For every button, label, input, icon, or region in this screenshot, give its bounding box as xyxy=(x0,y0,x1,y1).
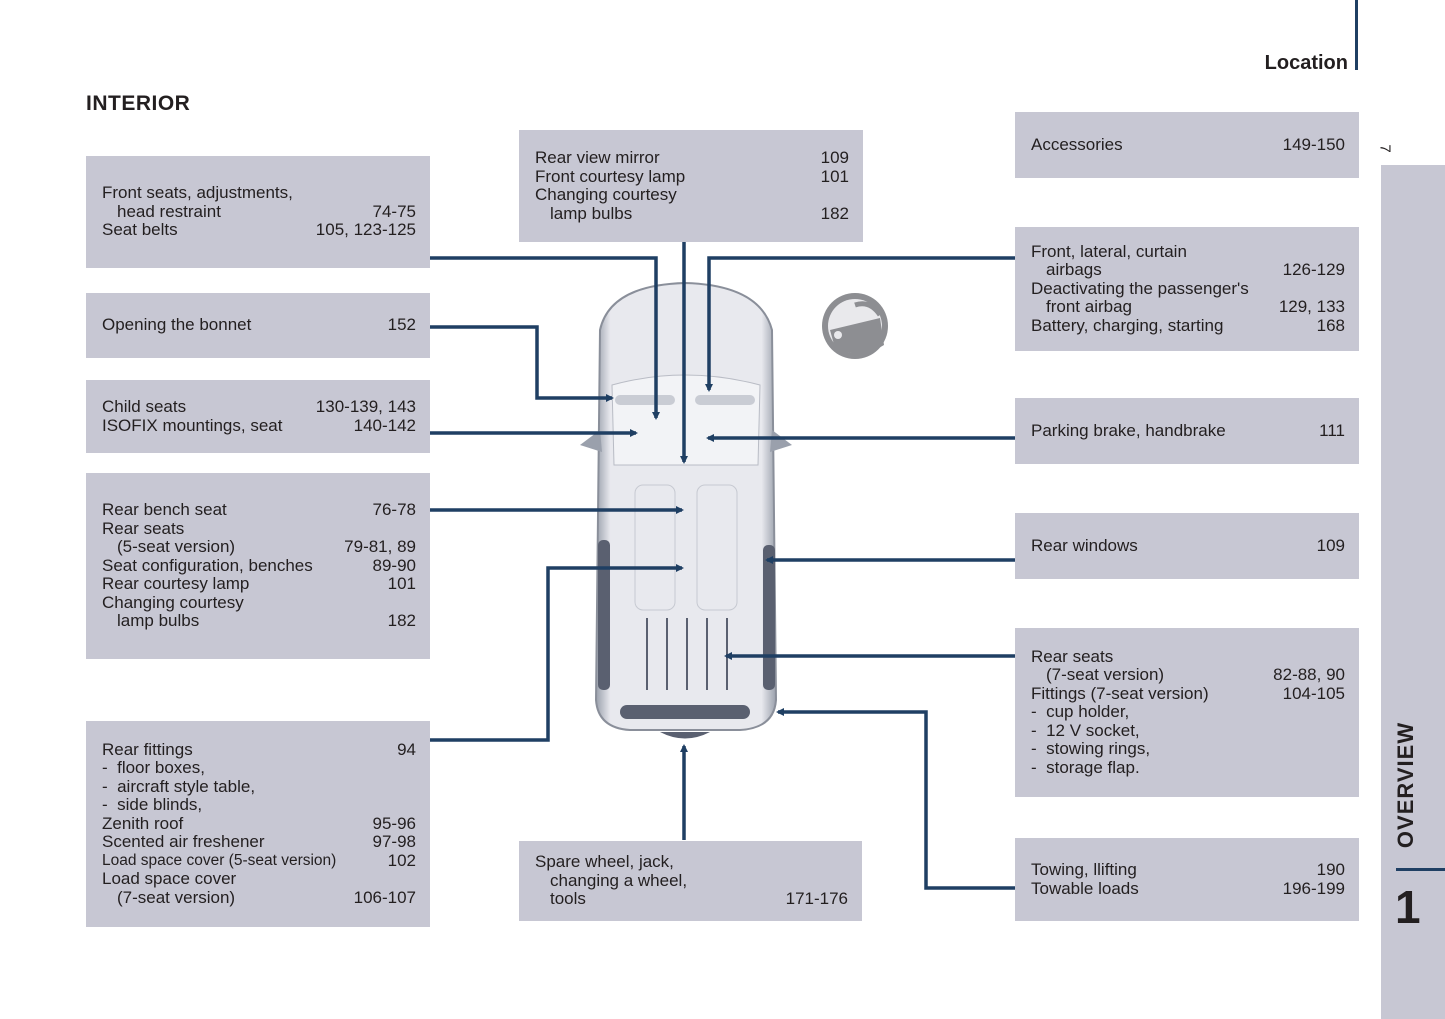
entry-row[interactable]: Rear seats xyxy=(102,518,185,538)
box-rear-seats-7: Rear seats (7-seat version)82-88, 90 Fit… xyxy=(1015,628,1359,797)
leader-lines xyxy=(430,242,1015,890)
entry-row[interactable]: (7-seat version)106-107 xyxy=(117,887,416,907)
entry-row[interactable]: (7-seat version)82-88, 90 xyxy=(1046,665,1345,685)
entry-row[interactable]: Front, lateral, curtain xyxy=(1031,241,1187,261)
leader-bonnet xyxy=(430,325,614,402)
section-title: Location xyxy=(1264,52,1348,74)
entry-row[interactable]: Deactivating the passenger's xyxy=(1031,278,1249,298)
box-spare-wheel: Spare wheel, jack, changing a wheel, too… xyxy=(519,841,862,921)
chapter-label: OVERVIEW xyxy=(1393,721,1418,849)
entry-row[interactable]: - side blinds, xyxy=(102,795,203,815)
entry-row[interactable]: - 12 V socket, xyxy=(1031,720,1140,740)
steering-wheel-hand-icon xyxy=(822,293,888,359)
entry-row[interactable]: changing a wheel, xyxy=(550,870,688,890)
entry-row[interactable]: Fittings (7-seat version)104-105 xyxy=(1031,683,1345,703)
header-rule xyxy=(1355,0,1358,70)
entry-row[interactable]: Load space cover xyxy=(102,869,237,889)
leader-airbags xyxy=(705,256,1015,392)
page-title: INTERIOR xyxy=(86,92,191,115)
entry-row[interactable]: Rear seats xyxy=(1031,646,1114,666)
leader-rear-fittings xyxy=(430,564,684,742)
entry-row[interactable]: - stowing rings, xyxy=(1031,739,1151,759)
box-front-seats: Front seats, adjustments, head restraint… xyxy=(86,156,430,268)
chapter-tab[interactable] xyxy=(1381,165,1445,1019)
entry-row[interactable]: - floor boxes, xyxy=(102,758,205,778)
chapter-rule xyxy=(1396,868,1445,871)
chapter-number: 1 xyxy=(1395,881,1421,933)
entry-row[interactable]: Front seats, adjustments, xyxy=(102,183,293,203)
leader-front-seats xyxy=(430,256,660,420)
entry-row[interactable]: Changing courtesy xyxy=(535,185,677,204)
entry-row[interactable]: - cup holder, xyxy=(1031,702,1130,722)
leader-towing xyxy=(776,708,1015,890)
entry-row[interactable]: - aircraft style table, xyxy=(102,776,256,796)
entry-row[interactable]: Changing courtesy xyxy=(102,592,244,612)
entry-row[interactable]: Spare wheel, jack, xyxy=(535,852,674,872)
entry-row[interactable]: (5-seat version)79-81, 89 xyxy=(117,537,416,557)
entry-row[interactable]: - storage flap. xyxy=(1031,757,1140,777)
entry-row[interactable]: Load space cover (5-seat version)102 xyxy=(102,850,416,870)
